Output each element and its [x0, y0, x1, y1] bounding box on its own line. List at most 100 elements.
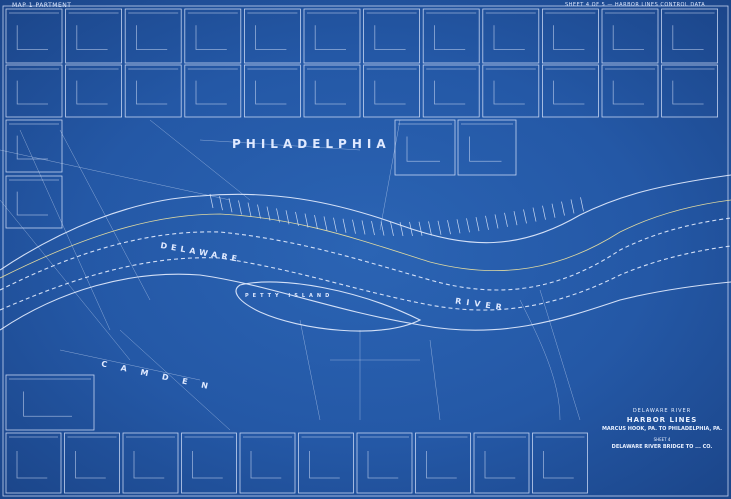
inset-detail-sketch: [184, 436, 234, 479]
inset-detail-box: [394, 119, 456, 176]
pier: [323, 216, 328, 231]
inset-detail-sketch: [9, 436, 58, 479]
pier: [371, 221, 375, 236]
inset-detail-box: [298, 432, 354, 494]
inset-detail-sketch: [128, 12, 179, 50]
inset-detail-sketch: [243, 436, 292, 479]
channel-line-1: [0, 217, 731, 291]
inset-detail-sketch: [664, 68, 715, 105]
inset-detail-box: [422, 64, 480, 118]
inset-detail-box: [542, 8, 599, 64]
inset-detail-box: [124, 8, 182, 64]
title-line-2: HARBOR LINES: [626, 416, 698, 424]
title-line-4: SHEET 4: [653, 437, 671, 442]
label-philadelphia: PHILADELPHIA: [232, 137, 391, 151]
petty-island: [235, 281, 422, 332]
inset-detail-box: [601, 64, 659, 118]
title-line-3: MARCUS HOOK, PA. TO PHILADELPHIA, PA.: [601, 426, 723, 432]
inset-detail-sketch: [545, 68, 596, 105]
inset-detail-sketch: [307, 12, 357, 50]
pier: [304, 213, 309, 228]
inset-detail-box: [415, 432, 471, 494]
inset-detail-sketch: [545, 12, 596, 50]
pier: [380, 221, 385, 236]
inset-detail-sketch: [9, 179, 59, 216]
north-bank: [0, 174, 731, 271]
inset-detail-box: [65, 8, 122, 64]
pier: [219, 196, 223, 211]
pier: [266, 206, 271, 221]
inset-detail-box: [482, 8, 540, 64]
pier: [361, 220, 366, 235]
pier: [342, 218, 347, 233]
inset-detail-box: [363, 8, 421, 64]
inset-detail-sketch: [366, 68, 417, 105]
inset-detail-box: [5, 119, 63, 173]
inset-detail-sketch: [9, 378, 91, 417]
inset-detail-sketch: [485, 12, 536, 50]
inset-detail-box: [5, 64, 63, 118]
pier: [437, 220, 442, 235]
inset-detail-sketch: [360, 436, 409, 479]
inset-detail-sketch: [187, 68, 238, 105]
header-right: SHEET 4 OF 5 — HARBOR LINES CONTROL DATA: [565, 2, 706, 8]
sheet-border: [2, 5, 729, 497]
pier: [209, 193, 214, 209]
title-line-5: DELAWARE RIVER BRIDGE TO ... CO.: [611, 444, 713, 450]
pier: [418, 221, 423, 236]
inset-detail-sketch: [9, 123, 59, 160]
inset-detail-sketch: [247, 68, 298, 105]
pier: [285, 210, 290, 225]
inset-detail-sketch: [67, 436, 117, 479]
pier: [475, 217, 480, 232]
pier: [485, 215, 489, 230]
inset-detail-sketch: [605, 68, 655, 105]
inset-detail-sketch: [418, 436, 468, 479]
pier: [295, 211, 299, 227]
title-line-1: DELAWARE RIVER: [632, 408, 692, 414]
inset-detail-sketch: [366, 12, 417, 50]
inset-detail-box: [5, 374, 95, 431]
inset-detail-box: [64, 432, 120, 494]
pier: [513, 211, 518, 226]
pier: [523, 209, 527, 224]
pier: [532, 207, 537, 222]
pier: [352, 219, 356, 234]
pier: [456, 219, 461, 234]
inset-detail-sketch: [68, 68, 119, 105]
pier: [542, 205, 546, 220]
channel-line-2: [0, 245, 731, 311]
inset-detail-box: [542, 64, 599, 118]
inset-detail-box: [124, 64, 182, 118]
pier: [333, 217, 337, 232]
inset-detail-sketch: [9, 68, 59, 105]
inset-detail-sketch: [426, 68, 477, 105]
harbor-line: [0, 199, 731, 279]
inset-detail-box: [5, 8, 63, 64]
inset-detail-box: [661, 64, 718, 118]
south-bank: [0, 273, 731, 331]
inset-detail-sketch: [9, 12, 59, 50]
pier: [314, 215, 318, 230]
inset-detail-sketch: [535, 436, 585, 479]
pier: [399, 221, 404, 237]
pier: [228, 198, 233, 213]
pier: [390, 221, 394, 236]
inset-detail-sketch: [247, 12, 298, 50]
inset-detail-box: [422, 8, 480, 64]
pier: [238, 200, 242, 215]
inset-detail-sketch: [426, 12, 477, 50]
label-petty-island: PETTY ISLAND: [245, 293, 334, 299]
pier: [428, 221, 432, 236]
inset-detail-box: [65, 64, 122, 118]
inset-detail-box: [181, 432, 237, 494]
inset-detail-sketch: [461, 123, 513, 162]
pier: [466, 218, 470, 233]
inset-detail-box: [601, 8, 659, 64]
inset-detail-box: [184, 8, 242, 64]
inset-detail-box: [473, 432, 530, 494]
pier: [580, 197, 584, 212]
pier: [504, 212, 508, 227]
pier: [276, 208, 280, 223]
inset-detail-sketch: [187, 12, 238, 50]
